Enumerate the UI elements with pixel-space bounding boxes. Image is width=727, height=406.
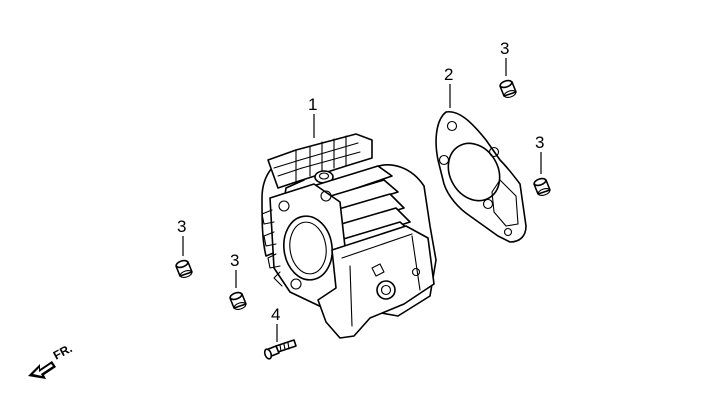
callout-dowel-lower-b: 3 — [230, 251, 239, 270]
dowel-pin-lower-a — [175, 259, 193, 278]
callout-cylinder: 1 — [308, 95, 317, 114]
dowel-pin-upper-b — [533, 177, 551, 196]
dowel-pin-upper-a — [499, 79, 517, 98]
callout-bolt: 4 — [271, 305, 280, 324]
flange-bolt-part — [263, 339, 297, 360]
cylinder-part — [261, 133, 437, 339]
front-direction-arrow-icon — [28, 361, 56, 379]
gasket-part — [435, 111, 527, 243]
callout-dowel-upper-b: 3 — [535, 133, 544, 152]
dowel-pin-lower-b — [229, 291, 247, 310]
front-arrow-label: FR. — [51, 341, 75, 362]
callout-gasket: 2 — [444, 65, 453, 84]
callout-dowel-lower-a: 3 — [177, 217, 186, 236]
callout-dowel-upper-a: 3 — [500, 39, 509, 58]
